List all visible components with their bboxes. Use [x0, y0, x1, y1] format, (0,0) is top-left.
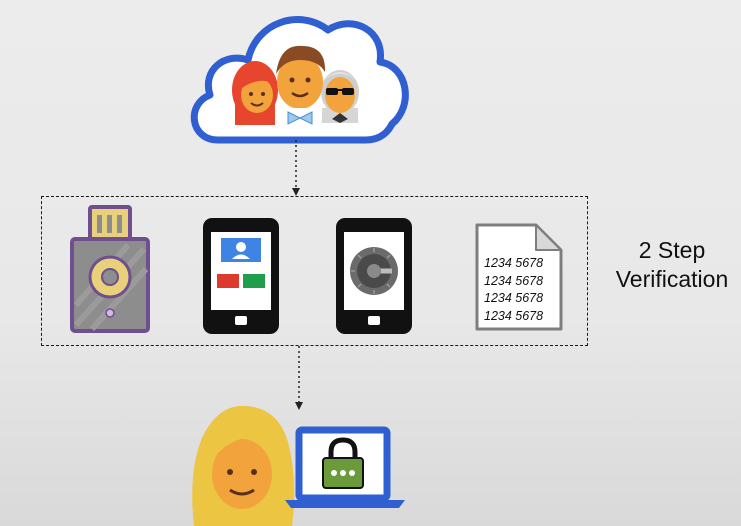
backup-code: 1234 5678 [484, 256, 544, 270]
label-line-1: 2 Step [638, 237, 706, 263]
user-old-man-icon [321, 70, 359, 123]
backup-code: 1234 5678 [484, 273, 544, 288]
label-line-2: Verification [615, 266, 729, 292]
arrow-down-icon [295, 346, 303, 410]
user-avatar-icon [192, 405, 295, 526]
user-man-icon [276, 45, 326, 125]
lock-icon [322, 437, 364, 489]
phone-prompt-icon [203, 218, 279, 334]
verification-methods-box [41, 196, 588, 346]
cloud-icon [190, 16, 409, 144]
document-icon [475, 223, 563, 331]
phone-authenticator-icon [336, 218, 412, 334]
arrow-down-icon [292, 140, 300, 196]
backup-code: 1234 5678 [484, 308, 544, 323]
two-step-verification-label: 2 Step Verification [606, 236, 738, 294]
backup-codes-list: 1234 5678 1234 5678 1234 5678 1234 5678 [484, 255, 560, 325]
usb-security-key-icon [70, 205, 150, 333]
laptop-icon [285, 426, 405, 508]
user-woman-icon [232, 61, 278, 125]
backup-code: 1234 5678 [484, 291, 544, 305]
